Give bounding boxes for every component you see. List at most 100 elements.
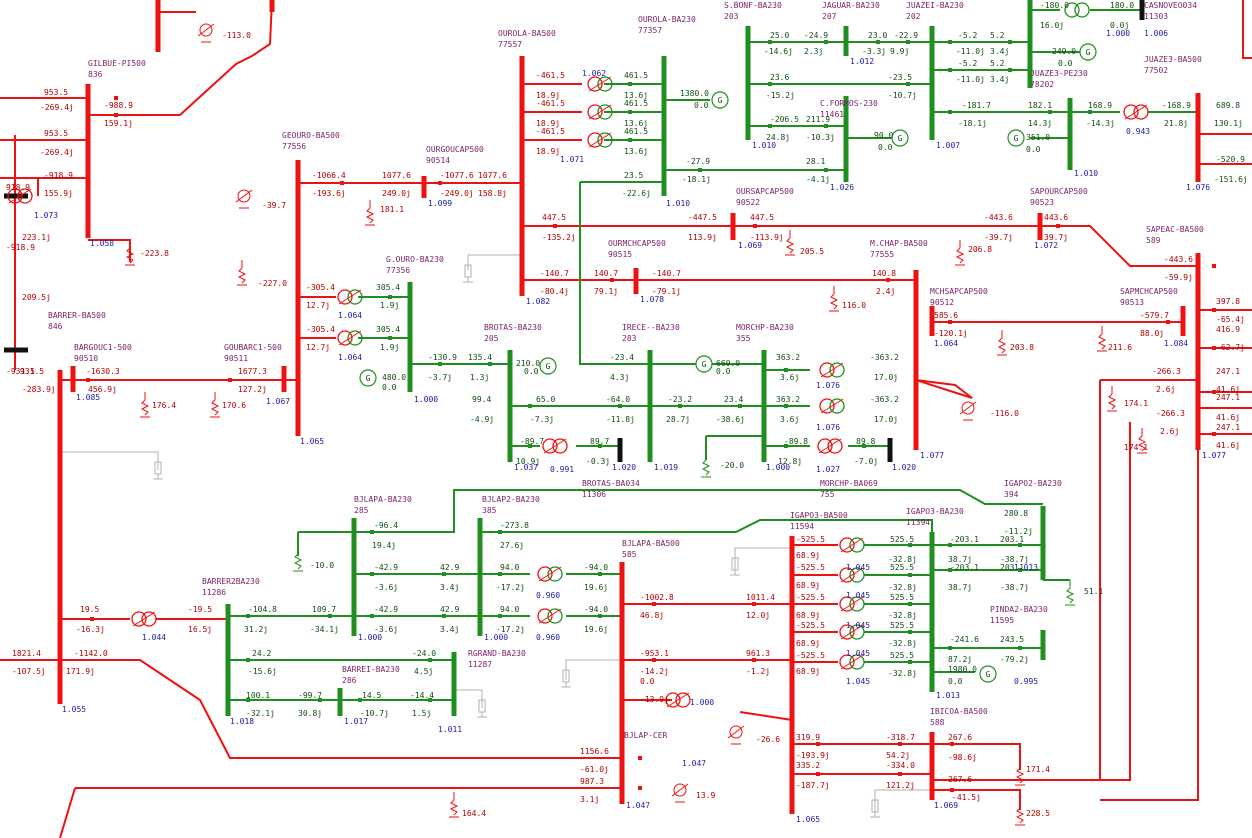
flow-value: 1077.6 [478, 171, 507, 180]
generator-icon [539, 357, 557, 375]
breaker [114, 96, 118, 100]
flow-value: -273.8 [500, 521, 529, 530]
flow-value: 247.1 [1216, 367, 1240, 376]
breaker [948, 543, 952, 547]
breaker [628, 138, 632, 142]
flow-value: 23.4 [724, 395, 743, 404]
flow-value: -64.0 [606, 395, 630, 404]
flow-value: -525.5 [796, 651, 825, 660]
bus-voltage: 1.019 [654, 463, 678, 472]
generator-icon [711, 91, 729, 109]
flow-value: -98.6j [948, 753, 977, 762]
flow-value: -26.6 [756, 735, 780, 744]
flow-value: -18.1j [958, 119, 987, 128]
bus-number: 11286 [202, 588, 226, 597]
flow-value: -151.6j [1214, 175, 1248, 184]
breaker [598, 444, 602, 448]
breaker [528, 404, 532, 408]
flow-value: 13.6j [624, 91, 648, 100]
transformer-tap-arrow [666, 692, 690, 708]
flow-value: 3.1j [580, 795, 599, 804]
bus-number: 589 [1146, 236, 1161, 245]
flow-value: 3.6j [780, 415, 799, 424]
flow-value: 68.9j [796, 639, 820, 648]
reactor-icon [785, 237, 795, 254]
flow-value: -22.9 [894, 31, 918, 40]
flow-value: 39.7j [1044, 233, 1068, 242]
flow-value: 28.7j [666, 415, 690, 424]
flow-value: 164.4 [462, 809, 486, 818]
flow-value: 135.4 [468, 353, 492, 362]
breaker [340, 181, 344, 185]
flow-value: 89.7 [590, 437, 609, 446]
transformer-icon [849, 567, 865, 583]
breaker [358, 698, 362, 702]
bus-name: S.BONF-BA230 [724, 1, 782, 10]
bus-name: IGAPO3-BA500 [790, 511, 848, 520]
bus-name: M.CHAP-BA500 [870, 239, 928, 248]
flow-value: 18.9j [536, 119, 560, 128]
flow-value: -447.5 [688, 213, 717, 222]
generator-glyph: G [702, 360, 707, 369]
bus-number: 355 [736, 334, 751, 343]
transformer-tap-arrow [538, 566, 562, 582]
transformer-tap-arrow [338, 289, 362, 305]
svc-icon [237, 189, 251, 203]
generator-glyph: G [986, 670, 991, 679]
breaker [228, 378, 232, 382]
reactor-icon [955, 247, 965, 264]
bus-voltage: 1.077 [920, 451, 944, 460]
flow-value: -334.0 [886, 761, 915, 770]
bus-voltage: 1.099 [428, 199, 452, 208]
svc-icon [235, 189, 253, 203]
transformer-icon [1064, 2, 1080, 18]
flow-value: -140.7 [540, 269, 569, 278]
transformer-tap-arrow [818, 438, 842, 454]
flow-value: 13.6j [624, 119, 648, 128]
flow-value: 13.9 [696, 791, 715, 800]
bus-name: BJLAPA-BA230 [354, 495, 412, 504]
transformer-icon [7, 188, 23, 204]
bus-name: IGAPO2-BA230 [1004, 479, 1062, 488]
tap-ratio: 1.076 [816, 381, 840, 390]
breaker [908, 573, 912, 577]
flow-value: 2.4j [876, 287, 895, 296]
flow-value: 158.8j [478, 189, 507, 198]
bus-number: 77555 [870, 250, 894, 259]
transformer-tap-arrow [538, 608, 562, 624]
flow-value: 182.1 [1028, 101, 1052, 110]
flow-value: -318.7 [886, 733, 915, 742]
flow-value: 3.4j [990, 75, 1009, 84]
transformer-icon [675, 692, 691, 708]
bus-voltage: 1.069 [738, 241, 762, 250]
flow-value: -61.0j [580, 765, 609, 774]
svc-icon [729, 725, 743, 739]
breaker [638, 786, 642, 790]
breaker [950, 742, 954, 746]
transformer-tap-arrow [820, 398, 844, 414]
flow-value: 397.8 [1216, 297, 1240, 306]
bus-name: OURMCHCAP500 [608, 239, 666, 248]
generator-glyph: G [546, 362, 551, 371]
flow-value: 14.5 [362, 691, 381, 700]
transformer-icon [819, 362, 835, 378]
flow-value: 525.5 [890, 593, 914, 602]
breaker [948, 568, 952, 572]
flow-value: 203.8 [1010, 343, 1034, 352]
flow-value: 1.9j [380, 301, 399, 310]
bus-number: 77502 [1144, 66, 1168, 75]
breaker [628, 82, 632, 86]
breaker [948, 646, 952, 650]
transformer-tap-arrow [338, 330, 362, 346]
flow-value: 18.9j [536, 147, 560, 156]
flow-value: -203.1 [950, 563, 979, 572]
transformer-icon [597, 132, 613, 148]
flow-value: -363.2 [870, 353, 899, 362]
bus-name: OURSAPCAP500 [736, 187, 794, 196]
flow-value: 23.6 [770, 73, 789, 82]
bus-voltage: 1.012 [850, 57, 874, 66]
flow-value: -4.1j [806, 175, 830, 184]
flow-value: -10.3j [806, 133, 835, 142]
bus-number: 77356 [386, 266, 410, 275]
svc-icon [673, 783, 687, 797]
